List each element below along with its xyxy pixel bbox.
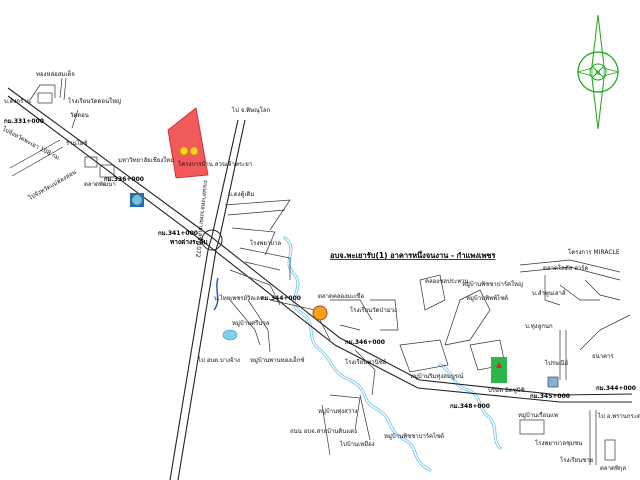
central-roads	[224, 199, 399, 456]
place-label: โรงเรียนวัดดอนใหญ่	[68, 97, 121, 105]
km-marker: กม.341+000	[158, 230, 198, 237]
place-label: หมู่บ้านพานทองเอ็กซ์	[250, 355, 304, 364]
place-label: ธนาคาร	[592, 353, 615, 360]
road-direction-label: ไป อ.พรานกระต่าย	[597, 412, 640, 420]
right-roads	[519, 259, 631, 465]
place-label: โรงเรียนพานิชย์	[345, 358, 386, 366]
place-label: หมู่บ้านพิชชาปาร์คใหญ่	[462, 280, 523, 288]
place-label: หมู่บ้านเรือนแพ	[518, 411, 558, 419]
main-highway	[7, 87, 633, 403]
km-marker: กม.344+000	[261, 295, 301, 302]
stream	[213, 277, 219, 311]
place-label: โรงเรียนวัดป่าม่วง	[350, 306, 397, 314]
place-label: บ.ดงดู้เดิม	[228, 191, 254, 198]
place-label: หมู่บ้านริมทุ่งสมบูรณ์	[410, 372, 464, 380]
place-label: ไปรษณีย์	[544, 359, 568, 367]
place-label: มหาวิทยาลัยเชียงใหม่	[118, 156, 174, 164]
place-label: วัดดอน	[70, 112, 89, 119]
factory-logo-icon	[491, 357, 507, 383]
place-label: บ.ดงกร้าน	[4, 98, 31, 105]
marker-icon	[189, 146, 199, 156]
place-label: ไป อบต.บางจ้าง	[197, 356, 240, 364]
project-area	[167, 107, 209, 179]
place-label: โรงพยาบาล	[250, 239, 281, 247]
km-marker: กม.348+000	[450, 403, 490, 410]
road-direction-label: ไปจังหวัดแม่ฮ่องสอน	[26, 168, 78, 202]
place-label: หมู่บ้านพิชชาปาร์คไซต์	[384, 432, 444, 440]
place-label: ไปบ้านเหมือง	[339, 440, 375, 448]
marker-icon	[179, 146, 189, 156]
shell-logo-icon	[312, 305, 328, 321]
place-label: หมู่บ้านศรีนวล	[232, 319, 270, 327]
project-area-label: โครงการบ้าน สวนเจ้าพระยา	[178, 160, 252, 168]
road-direction-label: ไป จ.พิษณุโลก	[231, 106, 271, 114]
place-label: บริษัท มิตซูบิชิ	[488, 387, 525, 394]
place-label: โรงพยาบาลชุมชน	[535, 439, 582, 447]
north-letter: N	[595, 69, 600, 77]
place-label: ตลาดพัฒนา	[84, 181, 116, 188]
place-label: ทางต่างระดับ	[170, 238, 207, 246]
place-label: ตลาดพิกุล	[600, 465, 626, 472]
place-label: โครงการ MIRACLE	[568, 248, 620, 256]
pond	[222, 329, 238, 341]
vertical-highway	[169, 119, 246, 480]
map-title: อบจ.พะเยารับ(1) อาคารหนึ่งจนงาน - กำแพงเ…	[330, 249, 496, 260]
river	[283, 236, 502, 472]
place-label: ทองหล่อสมเด็จ	[36, 69, 75, 78]
highway-label: ถนนทางหลวงหมายเลข 1072	[194, 180, 209, 258]
place-label: หมู่บ้านพิพพ์ไซต์	[466, 294, 508, 302]
place-label: โรงเรียนชาย	[560, 456, 593, 464]
factory-logo-mark	[496, 362, 502, 368]
place-label: บ.ไทยเพชรย์วิลเลจ	[214, 294, 263, 302]
north-arrow-icon: N	[576, 14, 620, 130]
km-marker: กม.346+000	[345, 339, 385, 346]
place-label: ถนน อบจ.สายบ้านดินแดง	[290, 428, 357, 435]
ptt-logo-inner-icon	[132, 195, 142, 205]
km-marker: กม.331+000	[4, 118, 44, 125]
place-label: คลองชลประทาน	[425, 278, 469, 285]
place-label: บ.ทุ่งลูกนก	[525, 323, 553, 330]
place-label: บ.ลำพูนเฮาส์	[532, 289, 566, 297]
place-label: ร้านไอซ์	[66, 139, 87, 147]
local-roads-left	[9, 77, 115, 178]
place-label: หมู่บ้านทุ่งสว่าง	[318, 408, 357, 415]
km-marker: กม.336+000	[104, 176, 144, 183]
village-blocks	[399, 274, 506, 373]
km-marker: กม.344+000	[596, 385, 636, 392]
interchange	[201, 229, 223, 251]
place-label: ตลาดคลองมะเขือ	[318, 292, 364, 300]
place-label: ตลาดโลตัส ฮาร์ด	[543, 264, 588, 272]
km-marker: กม.345+000	[530, 393, 570, 400]
